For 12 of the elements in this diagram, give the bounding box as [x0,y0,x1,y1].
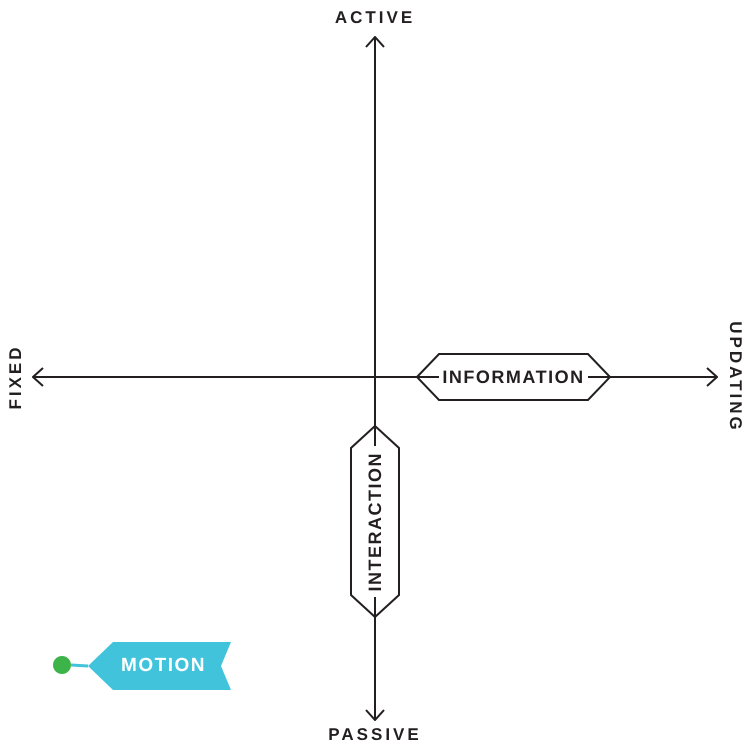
node-label: MOTION [121,655,206,677]
axis-label: FIXED [6,344,26,410]
axis-label: UPDATING [725,321,744,433]
hexagon-box [417,353,610,401]
flag-banner [88,642,231,690]
axis-label: PASSIVE [328,725,422,745]
node-label: INFORMATION [442,366,585,388]
hexagon-box [350,426,400,617]
dot [53,656,71,674]
connector-line [70,664,88,668]
node-label: INTERACTION [364,452,386,592]
axis-label: ACTIVE [334,8,416,28]
